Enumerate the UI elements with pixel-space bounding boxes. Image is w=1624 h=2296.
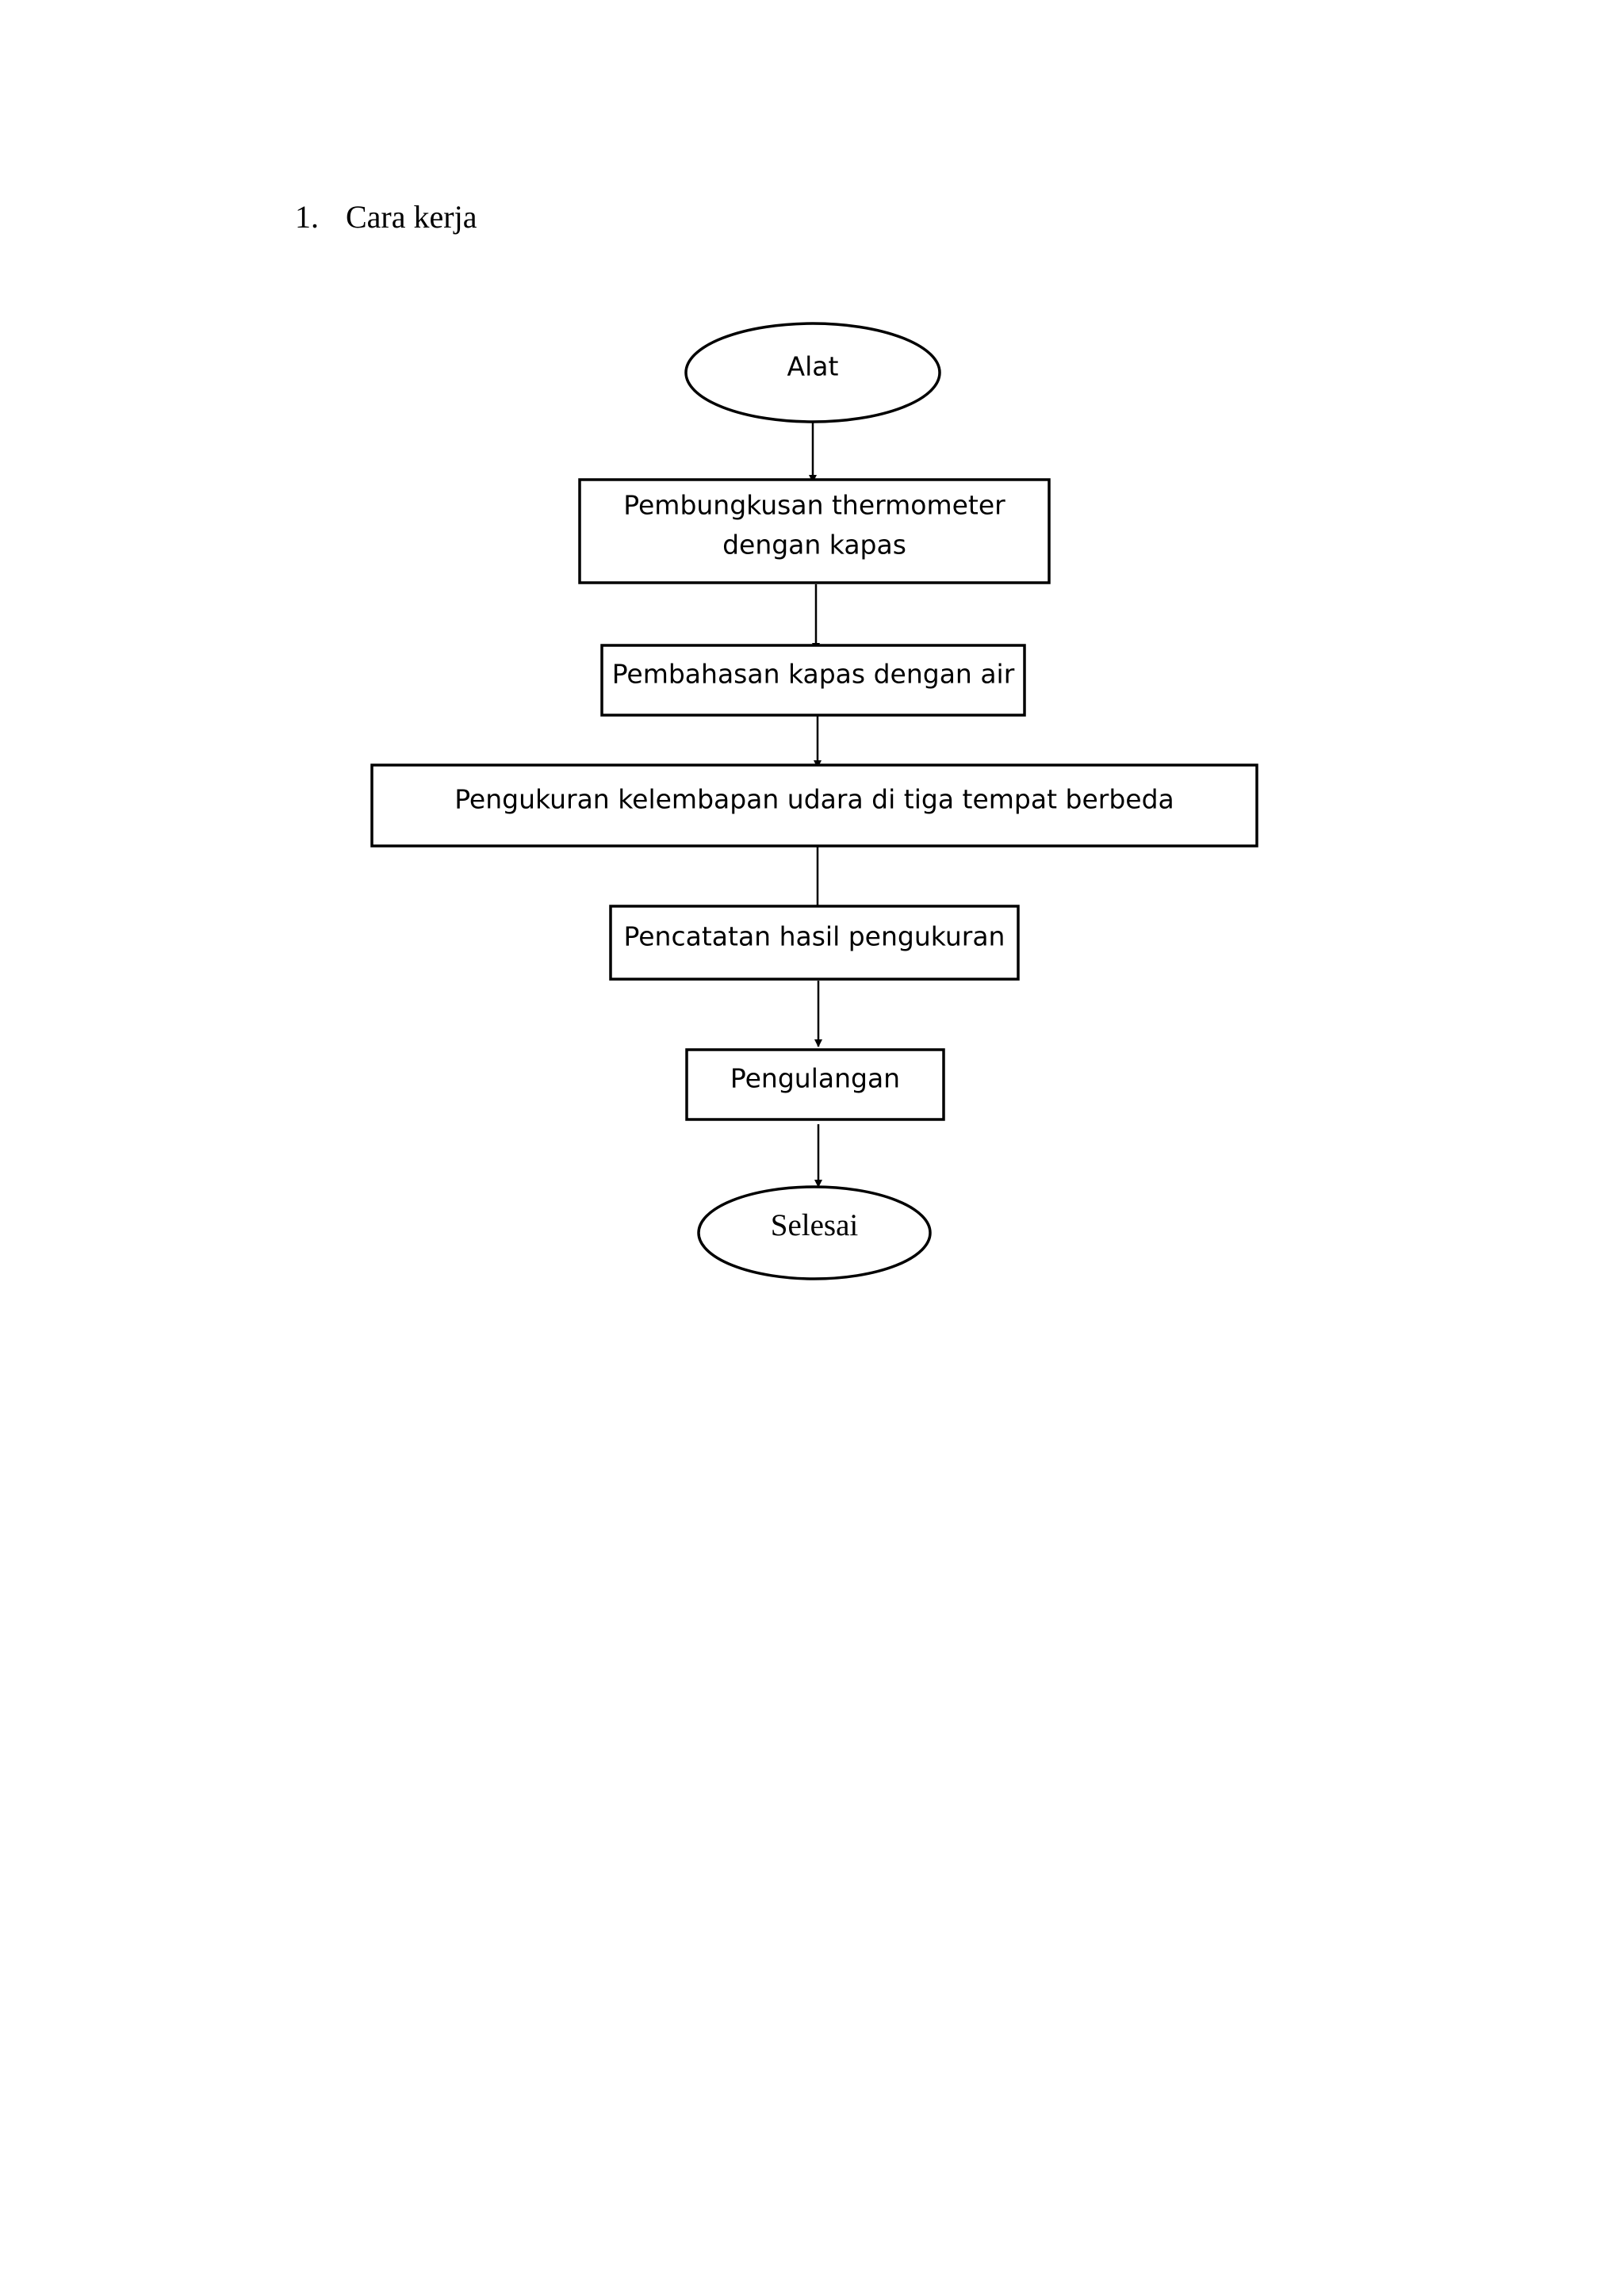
flow-node-label: Selesai bbox=[771, 1208, 859, 1242]
flow-node-step1: Pembungkusan thermometer dengan kapas bbox=[578, 478, 1051, 584]
terminal-ellipse bbox=[697, 1185, 932, 1280]
terminal-ellipse bbox=[684, 322, 941, 423]
process-box bbox=[578, 478, 1051, 584]
flow-node-label: Pengulangan bbox=[730, 1063, 900, 1094]
section-heading: 1. Cara kerja bbox=[295, 195, 477, 239]
flow-node-step2: Pembahasan kapas dengan air bbox=[600, 644, 1026, 717]
flow-node-label: Pembungkusan thermometer bbox=[623, 490, 1005, 521]
process-box bbox=[609, 905, 1020, 981]
section-number: 1. bbox=[295, 199, 319, 235]
flow-node-label: Pencatatan hasil pengukuran bbox=[624, 921, 1005, 952]
flow-node-label: Pembahasan kapas dengan air bbox=[612, 659, 1015, 690]
process-box bbox=[600, 644, 1026, 717]
flow-node-step4: Pencatatan hasil pengukuran bbox=[609, 905, 1020, 981]
flow-node-label: Pengukuran kelembapan udara di tiga temp… bbox=[454, 784, 1174, 815]
process-box bbox=[370, 763, 1258, 848]
flow-node-start: Alat bbox=[684, 322, 941, 423]
flow-node-step5: Pengulangan bbox=[685, 1048, 945, 1121]
flow-node-label: Alat bbox=[787, 351, 839, 382]
process-box bbox=[685, 1048, 945, 1121]
flow-node-end: Selesai bbox=[697, 1185, 932, 1280]
flow-node-label: dengan kapas bbox=[722, 530, 906, 561]
section-title: Cara kerja bbox=[346, 199, 477, 235]
flow-node-step3: Pengukuran kelembapan udara di tiga temp… bbox=[370, 763, 1258, 848]
